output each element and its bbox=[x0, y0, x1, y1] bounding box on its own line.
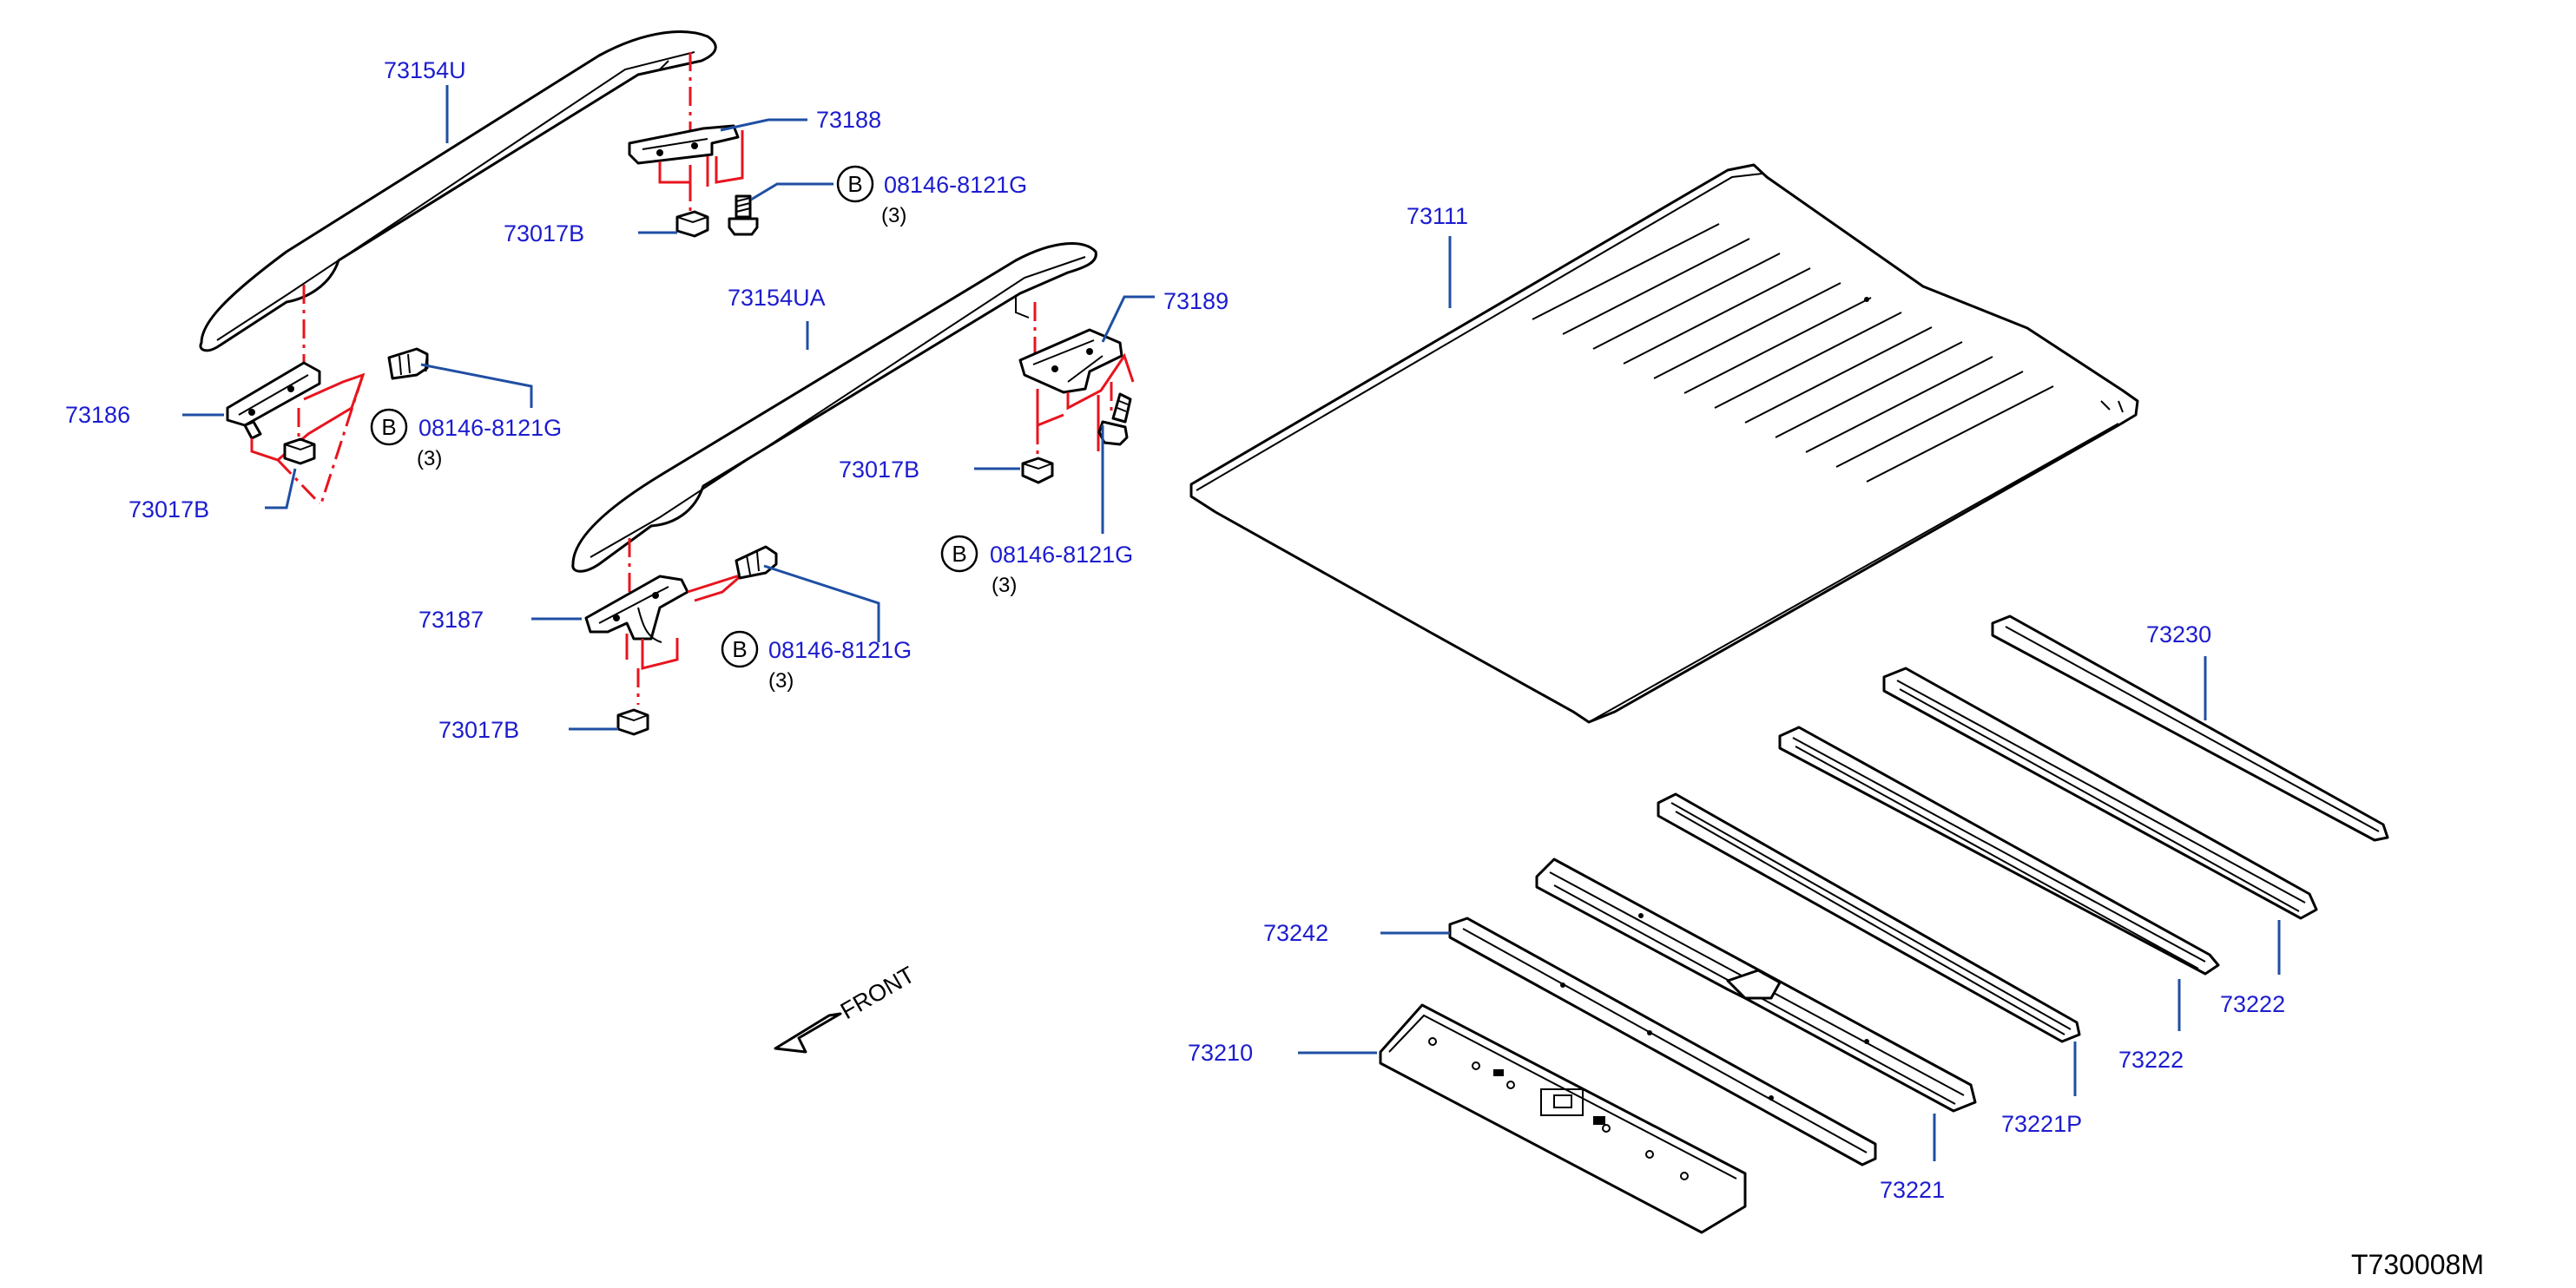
diagram-ref-code: T730008M bbox=[2351, 1249, 2484, 1280]
label-73187: 73187 bbox=[418, 607, 484, 633]
label-nut-73017B-c: 73017B bbox=[839, 457, 919, 483]
bolt-08146-8121G-a bbox=[728, 194, 759, 236]
leader-lines bbox=[182, 85, 2281, 1161]
roof-bow-73221P bbox=[1657, 792, 2081, 1043]
roof-bow-73222-a bbox=[1778, 726, 2220, 976]
bolt-08146-8121G-b bbox=[387, 347, 429, 380]
nut-73017B-b bbox=[283, 437, 316, 465]
label-bolt-a: 08146-8121G bbox=[884, 172, 1027, 198]
label-73221: 73221 bbox=[1880, 1177, 1945, 1203]
circle-b-a: B bbox=[836, 165, 874, 203]
svg-text:B: B bbox=[847, 171, 862, 197]
label-nut-73017B-b: 73017B bbox=[128, 496, 209, 522]
svg-text:B: B bbox=[732, 636, 747, 662]
bracket-73187 bbox=[584, 575, 689, 643]
bolt-08146-8121G-d bbox=[735, 545, 778, 580]
circle-b-b: B bbox=[370, 408, 408, 446]
nut-73017B-c bbox=[1021, 457, 1054, 484]
front-label: FRONT bbox=[836, 962, 919, 1024]
label-73222-b: 73222 bbox=[2220, 991, 2285, 1017]
roof-bow-73221 bbox=[1535, 858, 1977, 1113]
nut-73017B-d bbox=[616, 708, 649, 736]
roof-panel-73111 bbox=[1189, 163, 2139, 724]
label-73189: 73189 bbox=[1163, 288, 1229, 314]
bolt-08146-8121G-c bbox=[1097, 392, 1132, 446]
label-bolt-c: 08146-8121G bbox=[990, 542, 1133, 568]
label-nut-73017B-a: 73017B bbox=[504, 220, 584, 246]
label-bolt-b: 08146-8121G bbox=[418, 415, 562, 441]
label-73242: 73242 bbox=[1263, 920, 1328, 946]
front-arrow-icon: FRONT bbox=[774, 962, 919, 1054]
label-bolt-a-qty: (3) bbox=[881, 204, 906, 227]
label-73222-a: 73222 bbox=[2118, 1047, 2184, 1073]
label-73111: 73111 bbox=[1407, 203, 1468, 229]
label-73154U: 73154U bbox=[384, 57, 466, 83]
label-bolt-b-qty: (3) bbox=[417, 447, 442, 470]
label-73188: 73188 bbox=[816, 107, 881, 133]
circle-b-d: B bbox=[721, 630, 759, 668]
nut-73017B-a bbox=[675, 210, 709, 238]
rear-rail-73230 bbox=[1991, 614, 2389, 842]
label-bolt-d: 08146-8121G bbox=[768, 637, 912, 663]
svg-text:B: B bbox=[381, 414, 396, 440]
bracket-73188 bbox=[628, 124, 740, 165]
label-bolt-c-qty: (3) bbox=[992, 574, 1017, 597]
bracket-73189 bbox=[1018, 328, 1123, 394]
circle-b-c: B bbox=[940, 535, 978, 573]
roof-rail-73154UA bbox=[571, 242, 1097, 573]
label-73154UA: 73154UA bbox=[728, 285, 826, 311]
label-bolt-d-qty: (3) bbox=[768, 669, 794, 693]
front-header-73210 bbox=[1379, 1003, 1747, 1234]
roof-bow-73242 bbox=[1448, 917, 1877, 1166]
label-73230: 73230 bbox=[2146, 621, 2211, 647]
roof-rail-73154U bbox=[199, 30, 717, 352]
svg-text:B: B bbox=[952, 541, 966, 567]
roof-bow-73222-b bbox=[1882, 667, 2318, 920]
label-73210: 73210 bbox=[1188, 1040, 1253, 1066]
label-nut-73017B-d: 73017B bbox=[438, 717, 519, 743]
label-73186: 73186 bbox=[65, 402, 130, 428]
bracket-73186 bbox=[226, 361, 321, 440]
label-73221P: 73221P bbox=[2001, 1111, 2082, 1137]
